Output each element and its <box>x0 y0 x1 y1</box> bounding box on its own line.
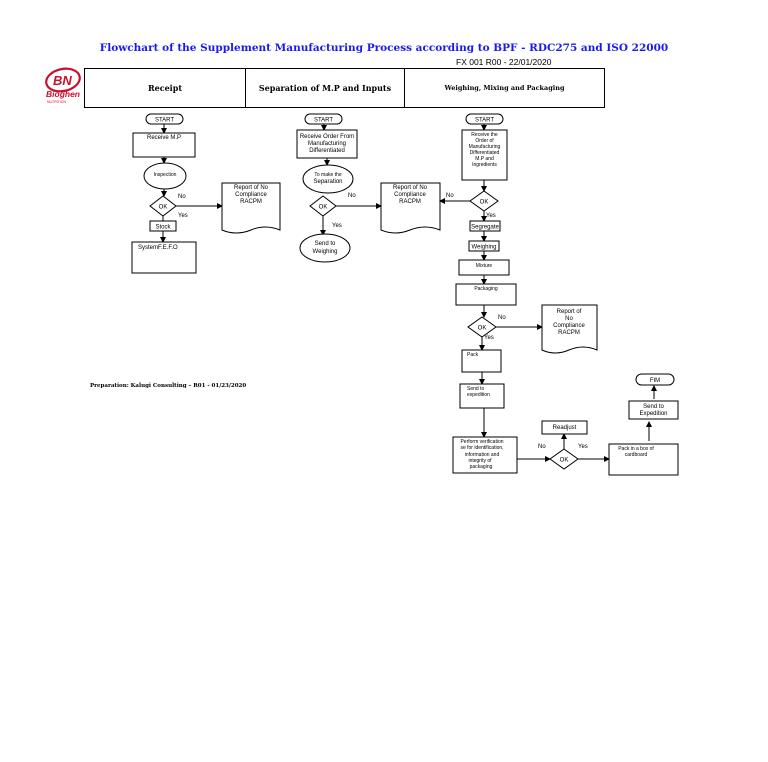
company-logo: BN Bioghen NUTRITION <box>45 67 81 104</box>
perform-line5: packaging <box>470 464 493 470</box>
send-expedition2-line2: Expedition <box>639 411 667 417</box>
mixture-label: Mixture <box>476 263 493 269</box>
packaging-label: Packaging <box>474 286 498 292</box>
send-expedition-box <box>459 383 505 409</box>
to-make-separation-ellipse <box>302 164 354 194</box>
weighing-yes1-label: Yes <box>486 213 496 219</box>
segregate-label: Segregate <box>471 225 499 231</box>
readjust-label: Readjust <box>553 425 577 431</box>
perform-line4: integrity of <box>468 458 492 464</box>
preparation-note: Preparation: Kalugi Consulting – R01 - 0… <box>90 383 247 389</box>
packaging-report-line4: RACPM <box>558 330 580 336</box>
receipt-report-line2: Compliance <box>235 192 267 198</box>
send-expedition-final-box <box>628 400 679 420</box>
separation-ok-label: OK <box>319 205 328 211</box>
weighing-yes2-label: Yes <box>484 335 494 341</box>
to-make-line2: Separation <box>313 179 342 185</box>
fim-terminal <box>635 373 675 386</box>
weighing-no2-label: No <box>498 315 506 321</box>
receipt-yes-label: Yes <box>178 213 188 219</box>
stock-label: Stock <box>155 225 171 231</box>
send-weighing-line2: Weighing <box>313 249 338 255</box>
receive-mp-line6: Ingredients <box>472 162 497 168</box>
perform-line1: Perform verification <box>460 439 503 445</box>
receive-mp-box <box>132 132 196 158</box>
readjust-box <box>541 420 588 435</box>
weighing-ok1-label: OK <box>480 200 489 206</box>
document-code: FX 001 R00 - 22/01/2020 <box>456 57 552 67</box>
packaging-box <box>455 283 517 306</box>
receive-order-mp-box <box>461 129 508 181</box>
weighing-yes3-label: Yes <box>578 444 588 450</box>
perform-line3: information and <box>465 452 500 458</box>
separation-report-line3: RACPM <box>399 199 421 205</box>
receive-order-line2: Manufacturing <box>308 141 346 147</box>
packaging-report-line2: No <box>565 316 573 322</box>
perform-line2: se for identification, <box>460 445 503 451</box>
weighing-no1-label: No <box>446 193 454 199</box>
packaging-report-line3: Compliance <box>553 323 585 329</box>
weighing-ok3-label: OK <box>560 458 569 464</box>
inspection-ellipse <box>143 162 187 190</box>
receive-mp-line4: Differentiated <box>470 150 500 156</box>
logo-swoosh-icon <box>45 67 81 93</box>
receive-order-line1: Receive Order From <box>300 134 354 140</box>
packaging-report-document <box>541 304 598 354</box>
swimlane-header: Receipt Separation of M.P and Inputs Wei… <box>84 68 605 108</box>
weighing-ok2-label: OK <box>478 326 487 332</box>
weighing-no3-label: No <box>538 444 546 450</box>
separation-no-label: No <box>348 193 356 199</box>
fim-label: FIM <box>650 378 660 384</box>
separation-report-line1: Report of No <box>393 185 428 191</box>
packaging-report-line1: Report of <box>557 309 582 315</box>
to-make-line1: To make the <box>314 172 341 178</box>
receipt-report-document <box>221 182 281 234</box>
perform-verification-box <box>452 436 518 474</box>
separation-yes-label: Yes <box>332 223 342 229</box>
send-weighing-ellipse <box>299 233 351 263</box>
receive-mp-line1: Receive the <box>471 132 498 138</box>
receipt-start-label: START <box>155 118 174 124</box>
separation-report-line2: Compliance <box>394 192 426 198</box>
logo-tagline: NUTRITION <box>47 100 67 104</box>
pack-box-line1: Pack in a box of <box>618 446 654 452</box>
send-expedition2-line1: Send to <box>643 404 664 410</box>
receive-mp-line3: Manufacturing <box>469 144 501 150</box>
receipt-ok-label: OK <box>159 205 168 211</box>
segregate-box <box>469 220 501 232</box>
receive-mp-line5: M.P and <box>475 156 494 162</box>
inspection-label: Inspection <box>154 172 177 178</box>
send-expedition-line2: expedition <box>467 392 490 398</box>
send-weighing-line1: Send to <box>315 241 336 247</box>
separation-start-label: START <box>314 118 333 124</box>
receipt-report-line3: RACPM <box>240 199 262 205</box>
separation-report-document <box>380 182 441 234</box>
pack-label: Pack <box>467 352 479 358</box>
verification-ok-decision <box>549 448 579 470</box>
system-fefo-label: SystemF.E.F.O <box>138 245 178 251</box>
receipt-no-label: No <box>178 194 186 200</box>
system-fefo-box <box>131 241 197 274</box>
page-title: Flowchart of the Supplement Manufacturin… <box>99 42 669 54</box>
receive-mp-line2: Order of <box>475 138 494 144</box>
receive-order-line3: Differentiated <box>309 148 345 154</box>
send-expedition-line1: Send to <box>467 386 484 392</box>
logo-mark: BN <box>53 73 72 88</box>
lane-header-receipt: Receipt <box>85 69 246 107</box>
receive-mp-label: Receive M.P <box>147 135 181 141</box>
pack-box-line2: cardboard <box>625 452 648 458</box>
weighing-start-label: START <box>475 118 494 124</box>
lane-header-separation: Separation of M.P and Inputs <box>246 69 405 107</box>
receipt-report-line1: Report of No <box>234 185 269 191</box>
lane-header-weighing: Weighing, Mixing and Packaging <box>444 84 565 92</box>
weighing-label: Weighing <box>472 245 497 251</box>
logo-brand: Bioghen <box>46 89 80 99</box>
pack-cardboard-box <box>608 443 679 476</box>
